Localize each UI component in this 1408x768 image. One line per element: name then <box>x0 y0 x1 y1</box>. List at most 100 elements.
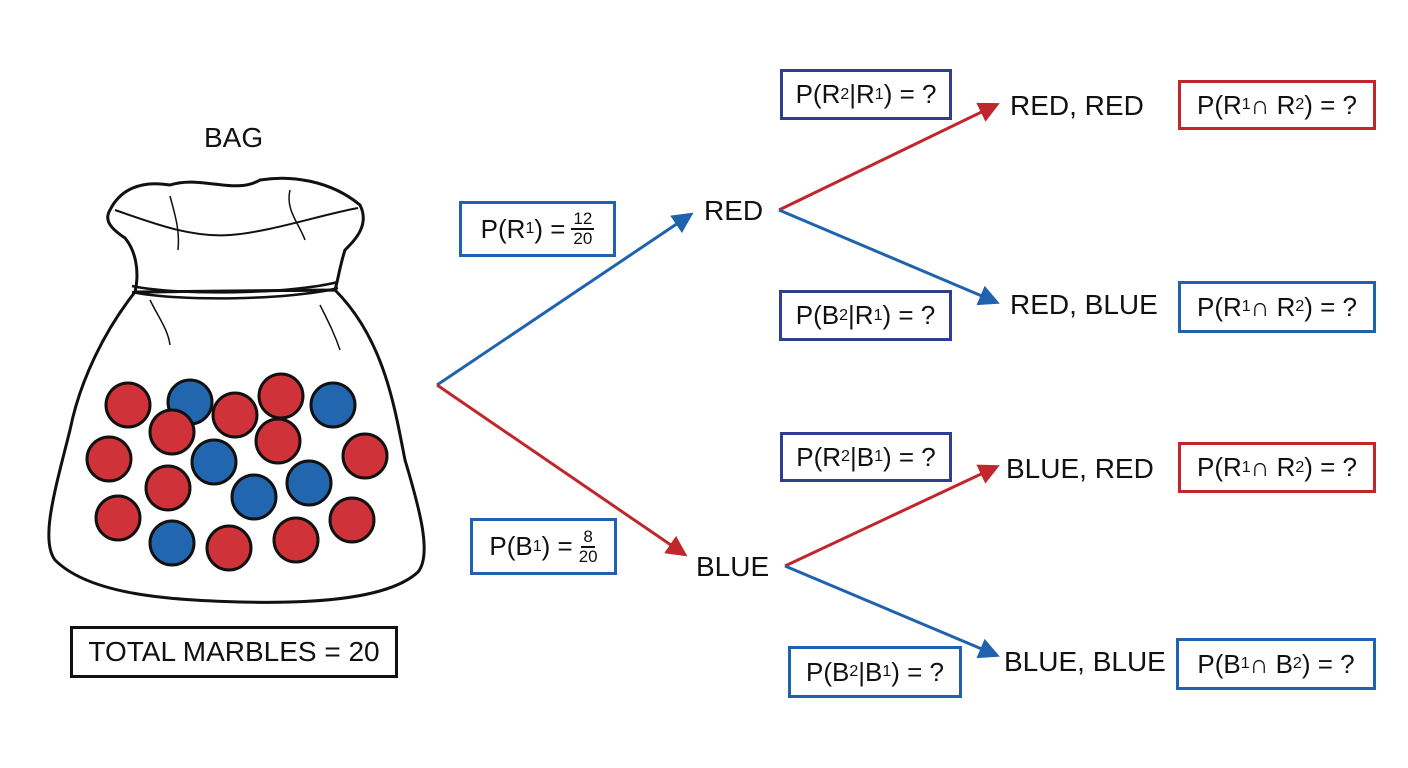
cond-rr-b: |R <box>849 79 875 109</box>
cond-bb-b: |B <box>858 656 883 687</box>
marbles-group <box>85 372 389 572</box>
joint-br-b: ∩ R <box>1250 452 1296 482</box>
marble-red <box>328 496 376 544</box>
joint-bb-a-sub: 1 <box>1240 655 1250 672</box>
cond-br-b: |B <box>849 441 875 472</box>
joint-rb-b-sub: 2 <box>1295 298 1305 315</box>
joint-rb-c: ) = ? <box>1304 291 1358 322</box>
bag-rim <box>114 207 359 237</box>
cond-rr-b-sub: 1 <box>874 85 884 103</box>
p-b1-denominator: 20 <box>578 546 598 566</box>
cond-rb-a: P(B <box>795 300 840 330</box>
marble-red <box>272 516 320 564</box>
outcome-blue-blue: BLUE, BLUE <box>1004 646 1166 677</box>
cond-rb-b: |R <box>848 300 874 330</box>
p-b1-numerator: 8 <box>581 526 595 548</box>
joint-br-c: ) = ? <box>1304 452 1358 482</box>
cond-rb-b-sub: 1 <box>873 306 883 324</box>
cond-bb-a: P(B <box>805 656 850 687</box>
joint-rr-b: ∩ R <box>1250 89 1296 120</box>
joint-bb-a: P(B <box>1197 648 1241 679</box>
marble-blue <box>285 459 333 507</box>
joint-bb-c: ) = ? <box>1301 648 1355 679</box>
marble-red <box>205 524 253 572</box>
cond-rr-c: ) = ? <box>883 79 937 109</box>
joint-rb-a-sub: 1 <box>1241 298 1251 315</box>
joint-br-a: P(R <box>1196 452 1242 482</box>
cond-bb-c: ) = ? <box>891 656 944 687</box>
joint-rr-b-sub: 2 <box>1295 96 1305 113</box>
cond-rb-c: ) = ? <box>882 300 936 330</box>
joint-bb-b-sub: 2 <box>1292 655 1302 672</box>
cond-br-b-sub: 1 <box>874 448 883 465</box>
p-r1-prefix: P(R <box>480 213 526 244</box>
arrow-red-red <box>778 102 1000 212</box>
p-r1-fraction: 12 20 <box>571 209 595 248</box>
p-r1-denominator: 20 <box>573 229 593 248</box>
arrow-red-blue <box>778 208 1000 306</box>
marble-red <box>211 391 259 439</box>
p-r1-numerator: 12 <box>571 209 595 230</box>
cond-br-a-sub: 2 <box>841 448 850 465</box>
total-marbles-text: TOTAL MARBLES = 20 <box>88 636 380 667</box>
p-r1-sub: 1 <box>525 220 535 237</box>
bag-fold-4 <box>319 304 341 351</box>
marble-blue <box>309 381 357 429</box>
cond-rr-a: P(R <box>795 79 841 109</box>
p-b1-fraction: 8 20 <box>578 526 598 566</box>
joint-bb-b: ∩ B <box>1249 648 1293 679</box>
cond-br-c: ) = ? <box>882 441 936 472</box>
marble-red <box>104 381 152 429</box>
bag-fold-3 <box>149 299 171 346</box>
marble-red <box>94 494 142 542</box>
cond-br-a: P(R <box>796 441 842 472</box>
bag-tie <box>131 280 339 300</box>
joint-rr-c: ) = ? <box>1304 89 1358 120</box>
bag-fold-1 <box>169 195 180 251</box>
total-marbles-box: TOTAL MARBLES = 20 <box>70 626 398 678</box>
arrow-blue-blue <box>784 564 1000 659</box>
outcome-blue-red: BLUE, RED <box>1006 453 1154 484</box>
cond-rb-a-sub: 2 <box>839 306 849 324</box>
marble-blue <box>148 519 196 567</box>
marble-red <box>85 435 133 483</box>
p-r1-suffix: ) = <box>534 213 566 244</box>
p-b1-sub: 1 <box>532 537 542 555</box>
node-red: RED <box>704 195 764 226</box>
marble-red <box>257 372 305 420</box>
bag-label: BAG <box>204 122 264 153</box>
p-b1-prefix: P(B <box>489 531 533 561</box>
marble-blue <box>190 438 238 486</box>
marble-red <box>254 417 302 465</box>
marble-red <box>341 432 389 480</box>
cond-rr-a-sub: 2 <box>840 85 850 103</box>
joint-rr-a: P(R <box>1196 89 1242 120</box>
outcome-red-red: RED, RED <box>1010 90 1144 121</box>
joint-rr-a-sub: 1 <box>1241 96 1251 113</box>
joint-rb-a: P(R <box>1196 291 1242 322</box>
joint-br-a-sub: 1 <box>1241 458 1251 476</box>
marble-red <box>148 408 196 456</box>
arrow-blue-red <box>784 464 1000 568</box>
arrow-to-red <box>436 212 694 387</box>
outcome-red-blue: RED, BLUE <box>1010 289 1158 320</box>
cond-bb-a-sub: 2 <box>849 663 859 680</box>
arrow-to-blue <box>436 383 688 557</box>
cond-bb-b-sub: 1 <box>882 663 892 680</box>
joint-br-b-sub: 2 <box>1295 458 1305 476</box>
node-blue: BLUE <box>696 551 770 582</box>
marble-red <box>144 464 192 512</box>
marble-blue <box>230 473 278 521</box>
joint-rb-b: ∩ R <box>1250 291 1296 322</box>
